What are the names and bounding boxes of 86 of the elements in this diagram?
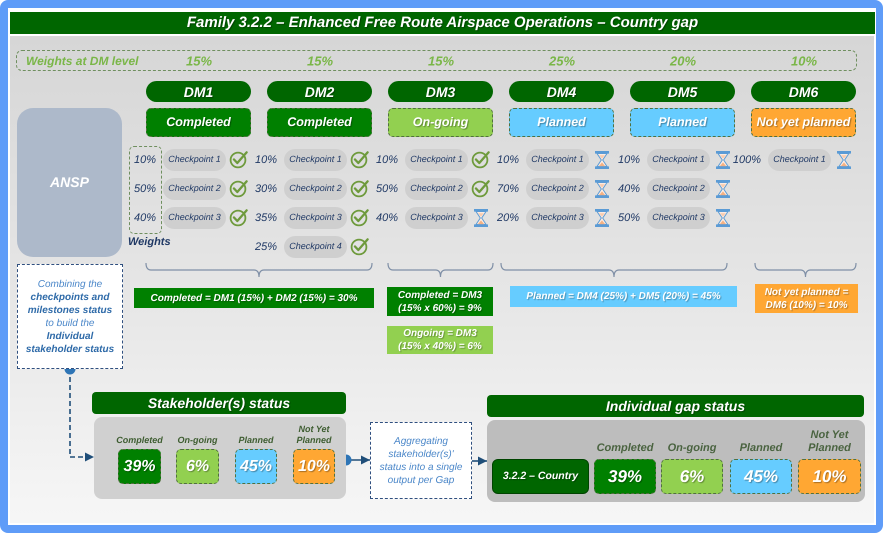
tile-caption: Planned <box>740 442 782 454</box>
milestone-pill: DM4 <box>509 81 614 102</box>
weight-percentage: 20% <box>496 212 519 224</box>
weight-percentage: 40% <box>376 212 398 224</box>
percentage-tile: 39% <box>594 459 656 494</box>
weight-percentage: 100% <box>732 154 761 166</box>
tile-caption: Completed <box>116 435 163 445</box>
weight-percentage: 10% <box>376 154 398 166</box>
panel-header: Individual gap status <box>487 395 864 417</box>
weight-percentage: 10% <box>618 154 640 166</box>
title-bar: Family 3.2.2 – Enhanced Free Route Airspace Operations – Country gap <box>10 10 875 36</box>
weight-percentage: 50% <box>618 212 640 224</box>
tile-caption: Completed <box>596 442 654 454</box>
checkpoint-pill: Checkpoint 2 <box>405 178 468 200</box>
frame-title: Weights at DM level <box>26 52 138 70</box>
weight-value: 25% <box>548 52 576 70</box>
percentage-tile: 45% <box>235 449 277 484</box>
weight-percentage: 70% <box>496 183 519 195</box>
checkpoint-pill: Checkpoint 1 <box>284 149 347 171</box>
milestone-pill: DM2 <box>267 81 372 102</box>
checkpoint-pill: Checkpoint 1 <box>768 149 831 171</box>
formula-box: Ongoing = DM3 (15% x 40%) = 6% <box>387 326 493 354</box>
tile-caption: On-going <box>668 442 716 454</box>
weight-percentage: 50% <box>376 183 398 195</box>
status-panel <box>487 420 865 502</box>
frame-caption: Weights <box>128 235 171 250</box>
weight-value: 10% <box>790 52 818 70</box>
formula-box: Completed = DM1 (15%) + DM2 (15%) = 30% <box>134 288 374 308</box>
status-box: Planned <box>630 108 735 137</box>
checkpoint-pill: Checkpoint 1 <box>647 149 710 171</box>
checkpoint-pill: Checkpoint 3 <box>647 207 710 229</box>
tile-caption: Planned <box>238 435 274 445</box>
checkpoint-pill: Checkpoint 1 <box>405 149 468 171</box>
milestone-pill: DM1 <box>146 81 251 102</box>
formula-box: Completed = DM3 (15% x 60%) = 9% <box>387 287 493 316</box>
weight-percentage: 35% <box>254 212 277 224</box>
milestone-pill: DM3 <box>388 81 493 102</box>
percentage-tile: 10% <box>293 449 335 484</box>
checkpoint-pill: Checkpoint 3 <box>284 207 347 229</box>
weight-value: 15% <box>186 52 212 70</box>
percentage-tile: 10% <box>798 459 861 494</box>
weight-percentage: 10% <box>254 154 277 166</box>
weight-value: 20% <box>670 52 696 70</box>
status-box: On-going <box>388 108 493 137</box>
milestone-pill: DM5 <box>630 81 735 102</box>
weight-value: 15% <box>306 52 334 70</box>
weight-percentage: 10% <box>496 154 519 166</box>
weight-value: 15% <box>428 52 454 70</box>
arrow <box>472 456 487 466</box>
weight-percentage: 40% <box>618 183 640 195</box>
weight-percentage: 30% <box>254 183 277 195</box>
checkpoint-pill: Checkpoint 2 <box>284 178 347 200</box>
weight-percentage: 25% <box>254 241 277 253</box>
status-box: Completed <box>267 108 372 137</box>
tile-caption: On-going <box>178 435 218 445</box>
note-box: Combining the checkpoints and milestones status to build the Individual stakeholder status <box>17 264 123 369</box>
status-panel <box>94 417 346 499</box>
formula-box: Not yet planned = DM6 (10%) = 10% <box>755 284 858 313</box>
checkpoint-pill: Checkpoint 3 <box>405 207 468 229</box>
status-box: Not yet planned <box>751 108 856 137</box>
formula-box: Planned = DM4 (25%) + DM5 (20%) = 45% <box>510 286 737 307</box>
status-box: Completed <box>146 108 251 137</box>
weight-percentage: 40% <box>134 212 156 224</box>
weight-percentage: 50% <box>134 183 156 195</box>
status-box: Planned <box>509 108 614 137</box>
percentage-tile: 39% <box>118 449 161 484</box>
tile-caption: Not Yet Planned <box>296 424 332 445</box>
percentage-tile: 6% <box>661 459 723 494</box>
gap-name-box: 3.2.2 – Country <box>492 459 589 494</box>
stakeholder-box: ANSP <box>17 108 122 257</box>
checkpoint-pill: Checkpoint 3 <box>526 207 589 229</box>
checkpoint-pill: Checkpoint 2 <box>647 178 710 200</box>
percentage-tile: 45% <box>730 459 792 494</box>
weight-percentage: 10% <box>134 154 156 166</box>
percentage-tile: 6% <box>176 449 219 484</box>
note-box: Aggregating stakeholder(s)' status into a single output per Gap <box>370 422 472 499</box>
checkpoint-pill: Checkpoint 2 <box>526 178 589 200</box>
checkpoint-pill: Checkpoint 3 <box>163 207 226 229</box>
checkpoint-pill: Checkpoint 4 <box>284 236 347 258</box>
milestone-pill: DM6 <box>751 81 856 102</box>
dashed-frame <box>16 50 857 71</box>
tile-caption: Not Yet Planned <box>808 429 851 454</box>
checkpoint-pill: Checkpoint 1 <box>163 149 226 171</box>
panel-header: Stakeholder(s) status <box>92 392 346 414</box>
checkpoint-pill: Checkpoint 2 <box>163 178 226 200</box>
checkpoint-pill: Checkpoint 1 <box>526 149 589 171</box>
